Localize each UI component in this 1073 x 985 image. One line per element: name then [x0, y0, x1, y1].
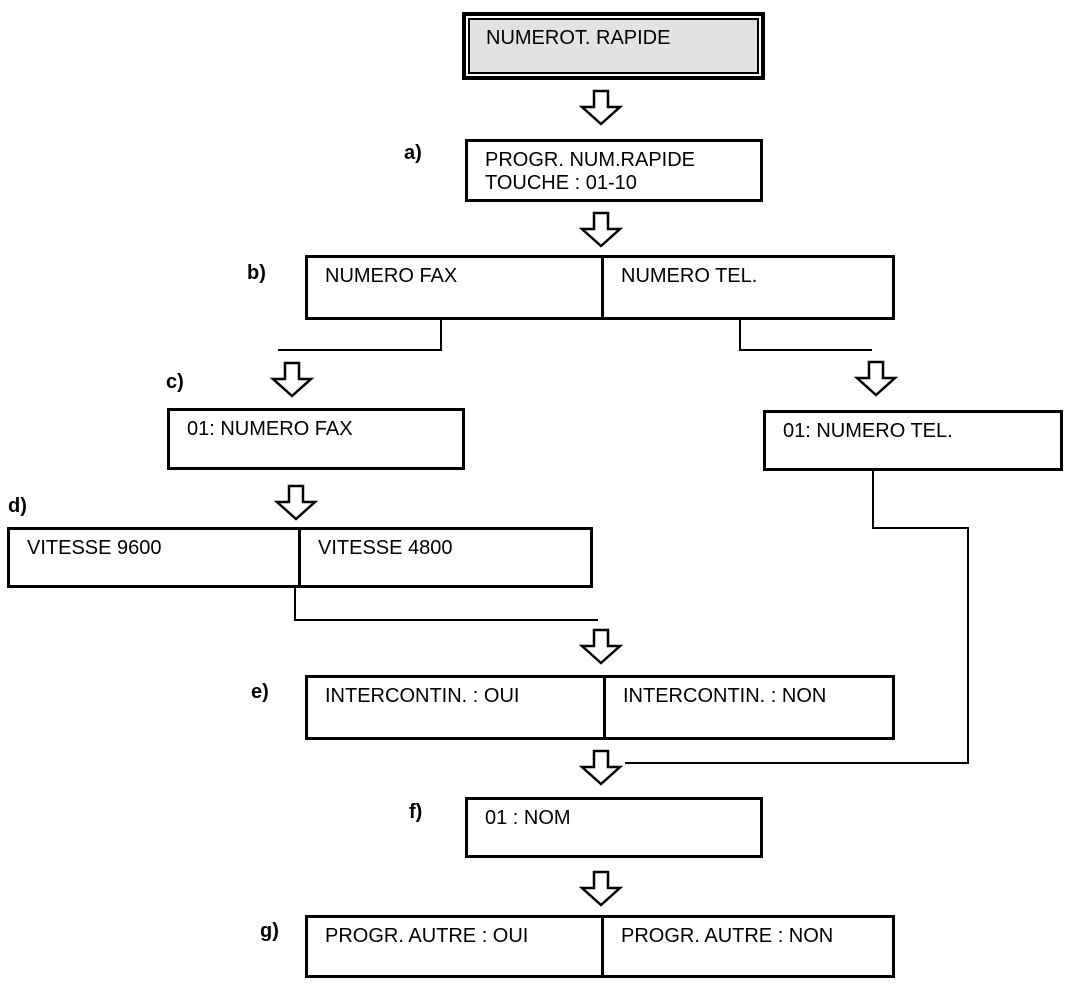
down-arrow-icon [578, 89, 624, 126]
box-a-line2: TOUCHE : 01-10 [485, 172, 637, 194]
box-e-right-cell: INTERCONTIN. : NON [603, 678, 892, 737]
box-e-left-cell: INTERCONTIN. : OUI [325, 685, 520, 707]
box-e: INTERCONTIN. : OUI INTERCONTIN. : NON [305, 675, 895, 740]
step-label-a: a) [404, 142, 422, 164]
connector-line-b-to-fax [278, 320, 442, 351]
down-arrow-icon [578, 870, 624, 907]
step-label-b: b) [247, 262, 266, 284]
box-f: 01 : NOM [465, 797, 763, 858]
box-b-right-cell: NUMERO TEL. [601, 258, 892, 317]
box-a: PROGR. NUM.RAPIDE TOUCHE : 01-10 [465, 139, 763, 202]
box-c-tel-text: 01: NUMERO TEL. [783, 420, 953, 442]
box-g: PROGR. AUTRE : OUI PROGR. AUTRE : NON [305, 915, 895, 978]
box-c-fax-text: 01: NUMERO FAX [187, 418, 353, 440]
step-label-c: c) [166, 371, 184, 393]
down-arrow-icon [853, 360, 899, 397]
connector-line-tel-to-f [625, 471, 969, 764]
box-g-right-cell: PROGR. AUTRE : NON [601, 918, 892, 975]
box-c-tel: 01: NUMERO TEL. [763, 410, 1063, 471]
step-label-f: f) [409, 801, 423, 823]
down-arrow-icon [578, 628, 624, 665]
down-arrow-icon [269, 361, 315, 398]
step-label-g: g) [260, 920, 279, 942]
connector-line-d-to-e [294, 588, 598, 621]
box-g-left-cell: PROGR. AUTRE : OUI [325, 925, 529, 947]
box-a-line1: PROGR. NUM.RAPIDE [485, 149, 696, 171]
box-f-text: 01 : NOM [485, 807, 571, 829]
down-arrow-icon [578, 211, 624, 248]
box-d: VITESSE 9600 VITESSE 4800 [7, 527, 593, 588]
down-arrow-icon [273, 484, 319, 521]
title-box-label: NUMEROT. RAPIDE [486, 27, 671, 49]
down-arrow-icon [578, 749, 624, 786]
box-d-left-cell: VITESSE 9600 [27, 537, 162, 559]
box-c-fax: 01: NUMERO FAX [167, 408, 465, 470]
box-b-left-cell: NUMERO FAX [325, 265, 458, 287]
title-box-screen: NUMEROT. RAPIDE [468, 18, 759, 74]
title-box: NUMEROT. RAPIDE [462, 12, 765, 80]
connector-line-b-to-tel [739, 320, 872, 351]
box-d-right-cell: VITESSE 4800 [298, 530, 590, 585]
step-label-d: d) [8, 495, 27, 517]
box-b: NUMERO FAX NUMERO TEL. [305, 255, 895, 320]
step-label-e: e) [251, 681, 269, 703]
